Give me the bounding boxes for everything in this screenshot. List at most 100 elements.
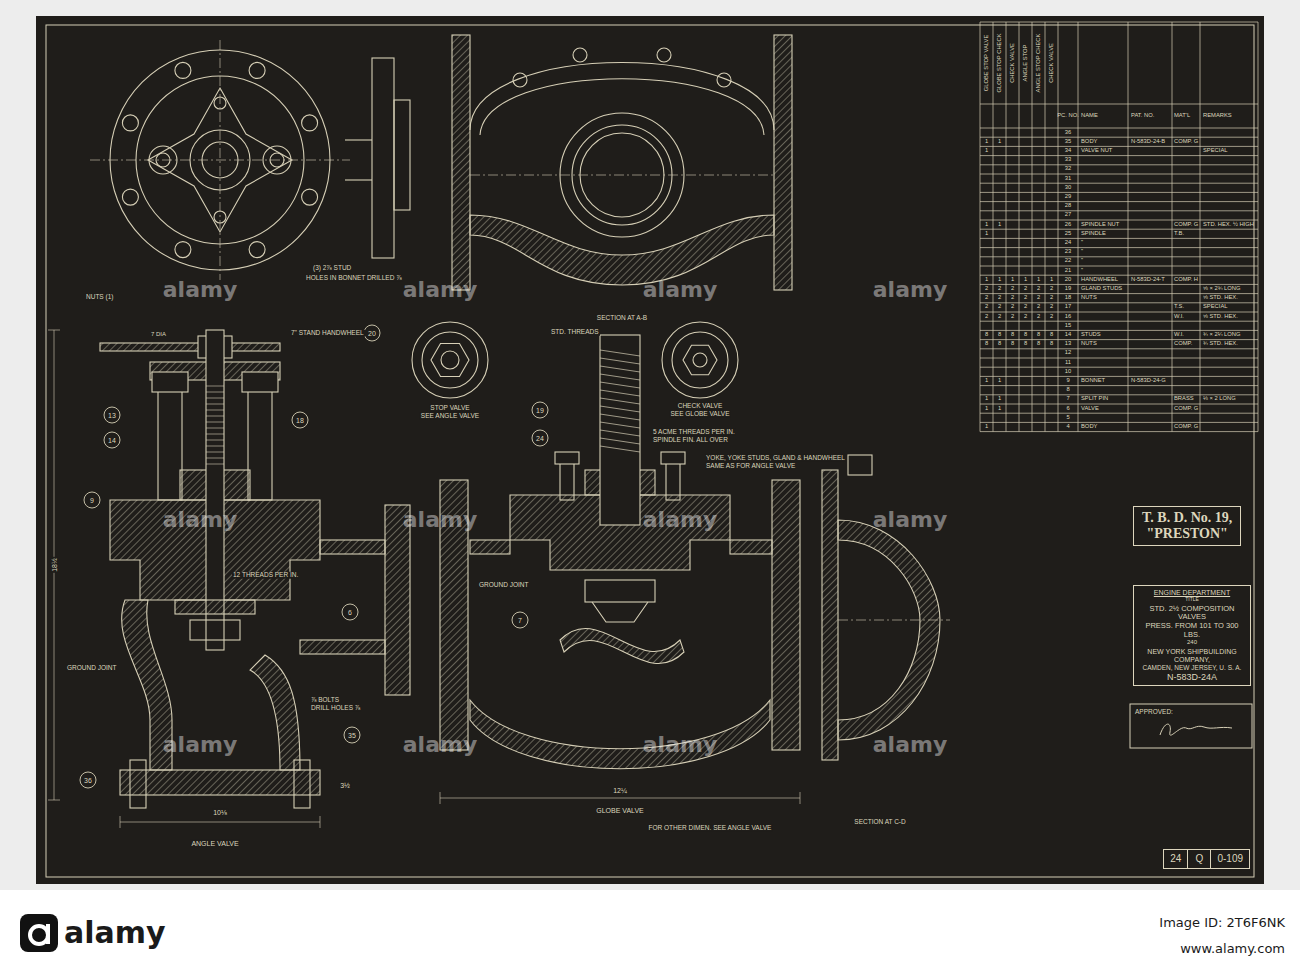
table-cell: 2: [1011, 304, 1014, 310]
drawing-line: [532, 402, 548, 418]
title-text: 0-109: [1217, 853, 1243, 865]
drawing-line: [431, 344, 469, 377]
drawing-note: SAME AS FOR ANGLE VALVE: [705, 463, 796, 470]
drawing-line: [993, 22, 994, 432]
drawing-line: [980, 302, 1258, 303]
table-cell: SPECIAL: [1203, 304, 1228, 310]
table-cell: 2: [998, 295, 1001, 301]
table-cell: PC. NO.: [1057, 113, 1079, 119]
table-cell: 2: [998, 286, 1001, 292]
drawing-line: [292, 412, 308, 428]
drawing-line: [980, 330, 1258, 331]
drawing-line: [84, 492, 100, 508]
drawing-line: [980, 256, 1258, 257]
table-cell: BONNET: [1081, 378, 1105, 384]
drawing-line: [980, 210, 1258, 211]
table-cell: 8: [1050, 332, 1053, 338]
table-cell: 2: [1037, 295, 1040, 301]
table-cell: 26: [1065, 222, 1071, 228]
drawing-line: [980, 266, 1258, 267]
drawing-note: SEE ANGLE VALVE: [420, 413, 480, 420]
table-cell: COMP. G: [1174, 424, 1198, 430]
table-cell: STUDS: [1081, 332, 1101, 338]
stock-credit: www.alamy.com: [1180, 942, 1285, 955]
table-cell: COMP. G: [1174, 406, 1198, 412]
drawing-line: [249, 242, 265, 258]
drawing-line: [190, 620, 240, 640]
table-cell: 1: [985, 406, 988, 412]
drawing-line: [120, 816, 121, 828]
table-cell: HANDWHEEL: [1081, 277, 1118, 283]
blueprint-sheet: [36, 16, 1264, 884]
drawing-line: [342, 604, 358, 620]
stock-logo: [20, 914, 58, 952]
table-cell: 1: [998, 396, 1001, 402]
title-text: STD. 2½ COMPOSITION VALVES: [1137, 605, 1247, 622]
table-cell: 2: [985, 286, 988, 292]
drawing-line: [666, 460, 680, 500]
stock-credit: Image ID: 2T6F6NK: [1159, 916, 1285, 929]
title-text: ENGINE DEPARTMENT: [1137, 589, 1247, 597]
drawing-line: [1045, 22, 1046, 432]
table-cell: 6: [1066, 406, 1069, 412]
table-cell: 8: [1011, 341, 1014, 347]
drawing-line: [980, 312, 1258, 313]
title-text: CAMDEN, NEW JERSEY, U. S. A.: [1137, 664, 1247, 671]
drawing-note: STD. THREADS: [550, 329, 600, 336]
title-text: "PRESTON": [1142, 526, 1232, 542]
table-cell: 16: [1065, 314, 1071, 320]
table-cell: 32: [1065, 166, 1071, 172]
drawing-line: [980, 367, 1258, 368]
drawing-line: [80, 772, 96, 788]
table-cell: 2: [1050, 286, 1053, 292]
table-cell: 8: [1037, 341, 1040, 347]
drawing-line: [294, 760, 310, 808]
drawing-line: [158, 380, 182, 500]
drawing-line: [320, 540, 385, 554]
drawing-note: YOKE, YOKE STUDS, GLAND & HANDWHEEL: [705, 455, 846, 462]
drawing-note: SEE GLOBE VALVE: [669, 411, 730, 418]
table-cell: 2: [1050, 304, 1053, 310]
table-cell: 8: [1011, 332, 1014, 338]
table-cell: ANGLE STOP: [1023, 45, 1029, 82]
table-cell: 8: [1024, 332, 1027, 338]
sheet-border: [46, 25, 1254, 877]
watermark: alamy: [643, 509, 718, 531]
table-cell: VALVE NUT: [1081, 148, 1112, 154]
drawing-line: [1160, 724, 1232, 735]
drawing-note: SECTION AT A-B: [596, 315, 648, 322]
drawing-line: [120, 770, 320, 795]
table-cell: ⅝ STD. HEX.: [1203, 314, 1238, 320]
section-a-b: [452, 35, 792, 290]
drawing-line: [364, 325, 380, 341]
drawing-line: [980, 146, 1258, 147]
table-cell: 18: [1065, 295, 1071, 301]
drawing-note: STOP VALVE: [429, 405, 470, 412]
watermark: alamy: [873, 734, 948, 756]
drawing-line: [800, 792, 801, 804]
table-cell: 2: [1011, 295, 1014, 301]
table-cell: ": [1081, 268, 1083, 274]
table-cell: 24: [1065, 240, 1071, 246]
table-cell: 2: [998, 314, 1001, 320]
callout-number: 24: [535, 435, 545, 442]
drawing-line: [980, 293, 1258, 294]
table-cell: ANGLE STOP CHECK: [1036, 34, 1042, 93]
drawing-line: [385, 505, 410, 695]
callout-number: 19: [535, 407, 545, 414]
drawing-note: ANGLE VALVE: [190, 840, 239, 847]
title-text: 240: [1137, 639, 1247, 646]
drawing-line: [980, 22, 1258, 23]
drawing-line: [980, 128, 1258, 129]
table-cell: 2: [1024, 286, 1027, 292]
drawing-note: CHECK VALVE: [677, 403, 724, 410]
table-cell: 4: [1066, 424, 1069, 430]
table-cell: 11: [1065, 360, 1071, 366]
drawing-line: [513, 73, 527, 87]
drawing-line: [980, 284, 1258, 285]
drawing-line: [302, 115, 318, 131]
drawing-line: [560, 460, 574, 500]
table-cell: 1: [998, 378, 1001, 384]
table-cell: 2: [1050, 295, 1053, 301]
